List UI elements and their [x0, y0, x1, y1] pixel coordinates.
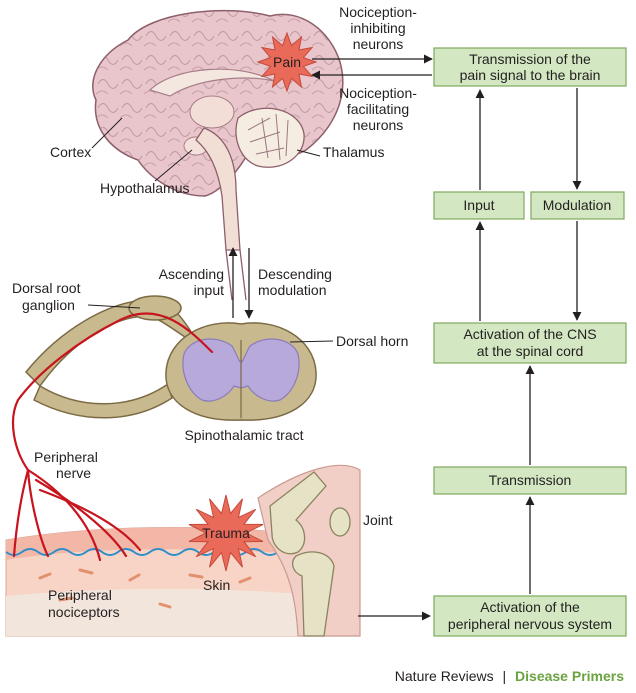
- skin-label: Skin: [203, 577, 230, 593]
- dorsal-horn-leader-line: [289, 340, 334, 343]
- nociception-facilitating-line2: facilitating: [347, 101, 409, 117]
- descending-modulation-line1: Descending: [258, 266, 332, 282]
- box-activation-cns-line2: at the spinal cord: [477, 343, 584, 359]
- ascending-input-line1: Ascending: [159, 266, 224, 282]
- credit-journal: Nature Reviews: [395, 668, 494, 684]
- box-activation-pns-line1: Activation of the: [480, 599, 580, 615]
- spinal-cord-section: [24, 295, 317, 421]
- cerebellum: [235, 107, 305, 168]
- patella: [329, 507, 351, 537]
- pain-starburst: Pain: [256, 31, 318, 93]
- peripheral-nerve-line1: Peripheral: [34, 449, 98, 465]
- dorsal-root-ganglion-line2: ganglion: [22, 297, 75, 313]
- pain-label: Pain: [273, 54, 301, 70]
- cortex-label: Cortex: [50, 144, 91, 160]
- box-activation-cns-line1: Activation of the CNS: [463, 326, 596, 342]
- nociception-inhibiting-line1: Nociception-: [339, 4, 417, 20]
- peripheral-nerve-fibers: [11, 312, 214, 562]
- joint-label: Joint: [363, 512, 393, 528]
- box-activation-pns-line2: peripheral nervous system: [448, 616, 612, 632]
- descending-modulation-line2: modulation: [258, 282, 327, 298]
- ascending-input-line2: input: [194, 282, 224, 298]
- ventral-root: [33, 382, 173, 419]
- knee-joint: [257, 464, 361, 637]
- nociception-inhibiting-line3: neurons: [353, 36, 404, 52]
- box-modulation-label: Modulation: [543, 197, 612, 213]
- peripheral-nerve-line2: nerve: [56, 465, 91, 481]
- box-transmission-brain-line2: pain signal to the brain: [460, 67, 601, 83]
- box-modulation: Modulation: [530, 191, 625, 220]
- box-activation-cns: Activation of the CNS at the spinal cord: [433, 322, 627, 364]
- box-transmission-label: Transmission: [489, 472, 572, 488]
- nociception-inhibiting-line2: inhibiting: [350, 20, 405, 36]
- thalamus-region: [189, 95, 235, 129]
- nociception-facilitating-line1: Nociception-: [339, 85, 417, 101]
- peripheral-nociceptors-line2: nociceptors: [48, 604, 120, 620]
- box-transmission-brain-line1: Transmission of the: [469, 51, 591, 67]
- credit-section: Disease Primers: [515, 668, 624, 684]
- deep-tissue: [6, 588, 300, 636]
- hypothalamus-leader-line: [154, 149, 193, 182]
- box-input: Input: [433, 191, 525, 220]
- nociception-facilitating-line3: neurons: [353, 117, 404, 133]
- peripheral-nociceptors-line1: Peripheral: [48, 587, 112, 603]
- box-input-label: Input: [463, 197, 494, 213]
- trauma-label: Trauma: [202, 525, 250, 541]
- box-transmission-brain: Transmission of the pain signal to the b…: [433, 47, 627, 87]
- dorsal-root-ganglion-line1: Dorsal root: [12, 280, 81, 296]
- spinothalamic-tract-label: Spinothalamic tract: [184, 427, 303, 443]
- hypothalamus-label: Hypothalamus: [100, 180, 190, 196]
- box-transmission: Transmission: [433, 466, 627, 495]
- box-activation-pns: Activation of the peripheral nervous sys…: [433, 595, 627, 637]
- credit-line: Nature Reviews | Disease Primers: [395, 668, 624, 684]
- dorsal-horn-label: Dorsal horn: [336, 333, 408, 349]
- thalamus-leader-line: [296, 149, 321, 157]
- thalamus-label: Thalamus: [323, 144, 384, 160]
- credit-separator: |: [503, 668, 507, 684]
- spinal-cord-descending: [225, 249, 247, 301]
- tibia: [291, 551, 335, 637]
- drg-leader-line: [87, 304, 141, 309]
- cortex-leader-line: [91, 117, 123, 149]
- trauma-starburst: Trauma: [188, 494, 264, 572]
- femur: [269, 471, 327, 555]
